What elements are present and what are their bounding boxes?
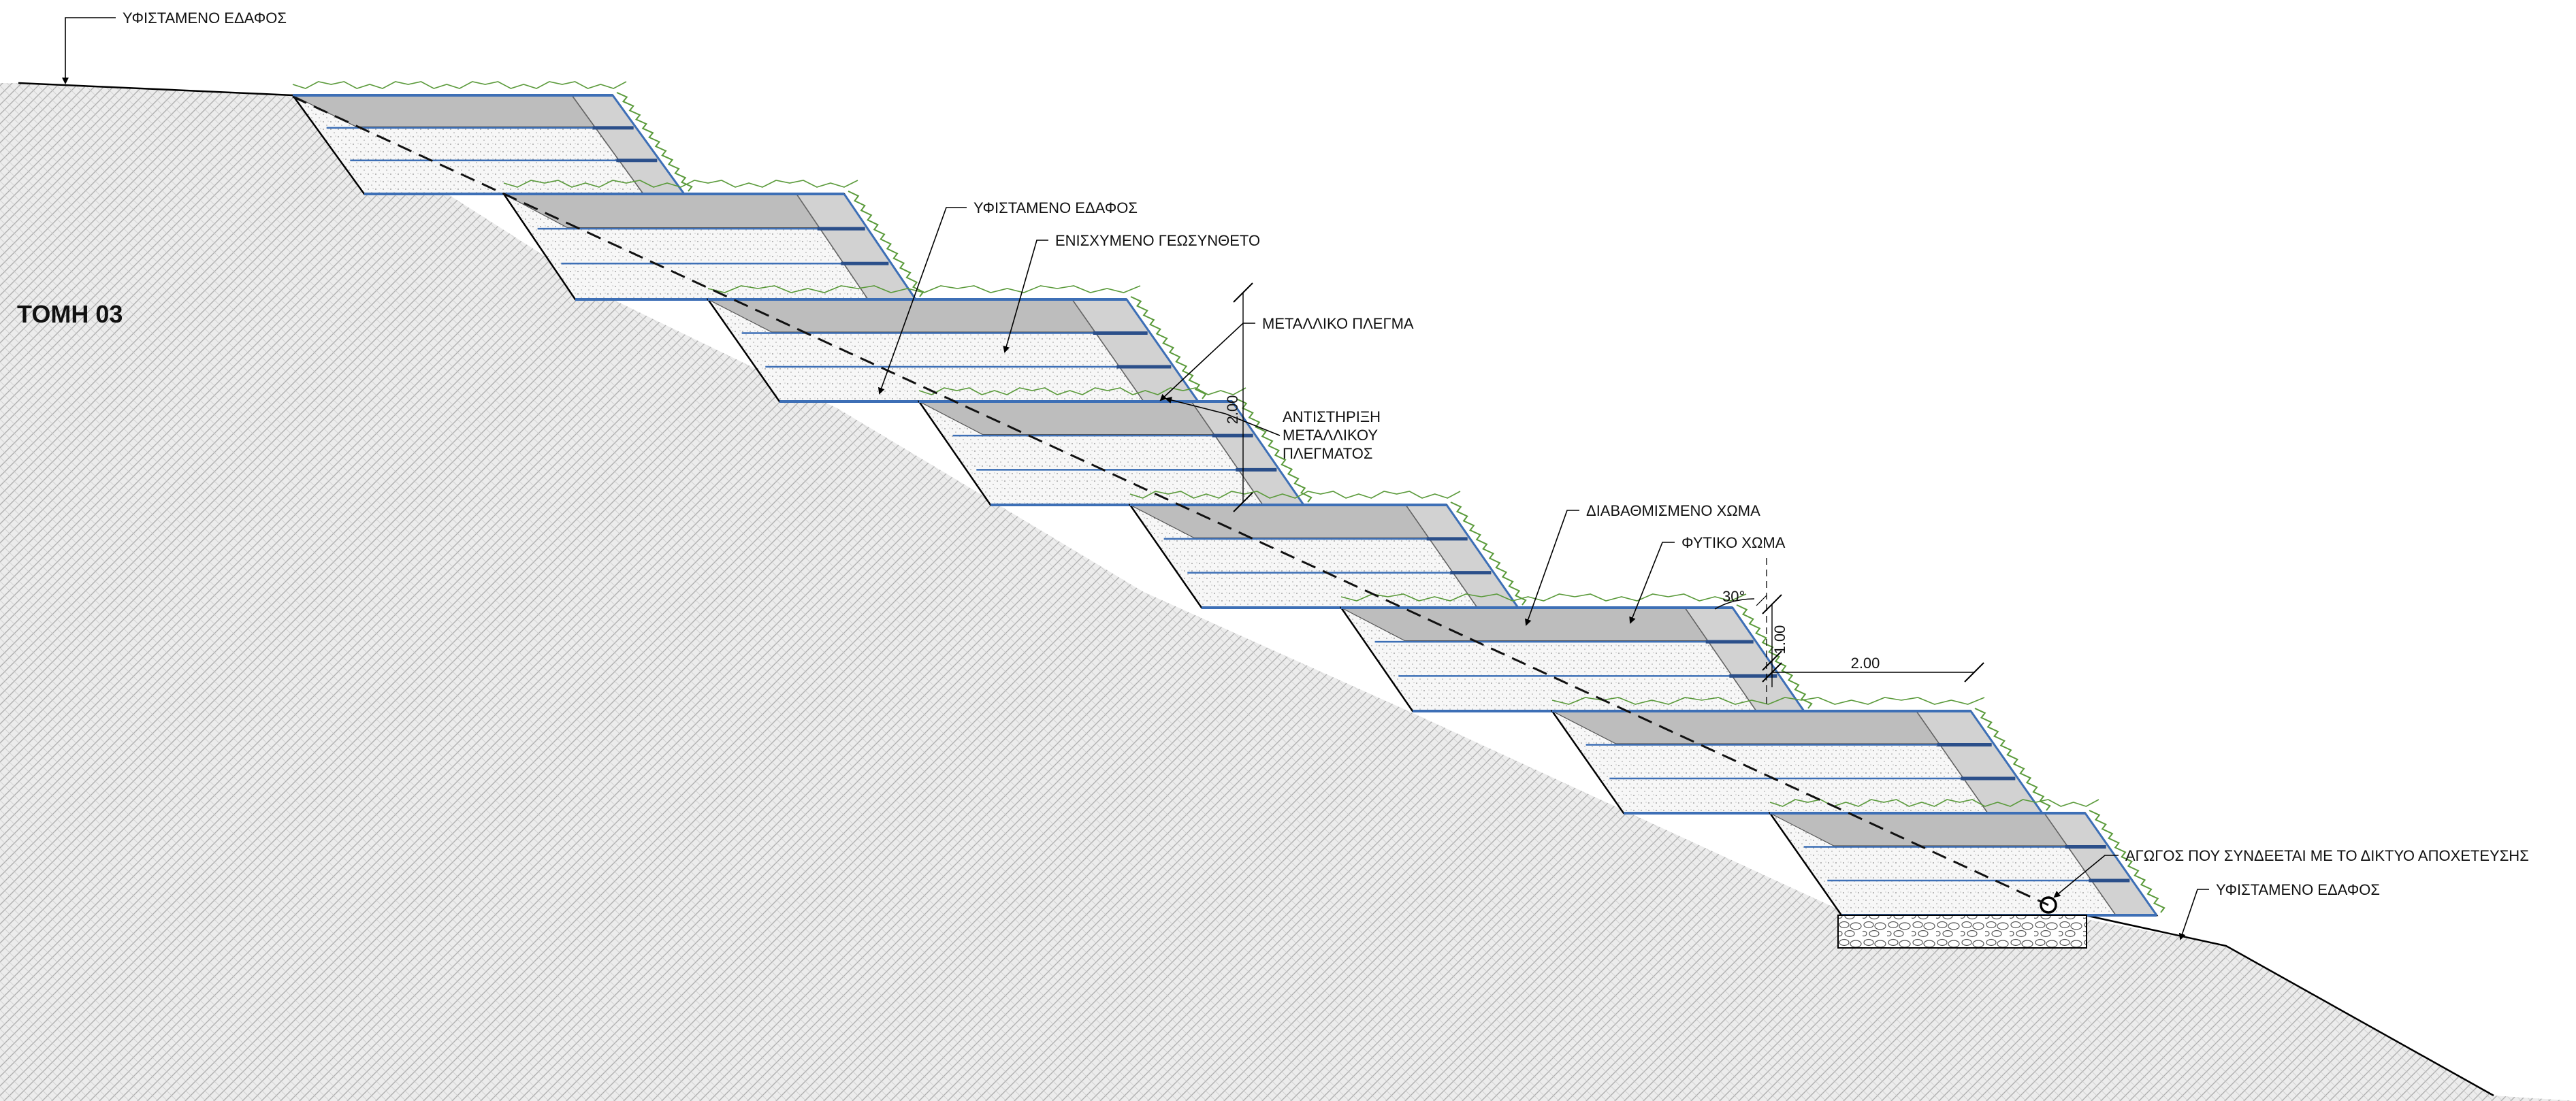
mesh-support <box>1684 607 1757 712</box>
section-title: ΤΟΜΗ 03 <box>17 300 123 328</box>
metal-mesh-face <box>2084 812 2158 916</box>
vegetation-crest <box>1340 593 1747 602</box>
metal-mesh-face <box>1731 607 1805 712</box>
metal-mesh-face <box>1125 299 1200 402</box>
vegetation-face <box>1130 296 1207 399</box>
vegetation-crest <box>1551 697 1985 705</box>
label-existing-ground-bottom: ΥΦΙΣΤΑΜΕΝΟ ΕΔΑΦΟΣ <box>2216 881 2380 898</box>
leader-existing-ground-bottom <box>2178 889 2209 940</box>
leaders <box>62 17 2209 940</box>
vegetation-crest <box>1769 799 2099 807</box>
vegetation-crest <box>918 387 1246 395</box>
dimension-tier-width: 2.00 <box>1762 655 1984 683</box>
label-metal-mesh: ΜΕΤΑΛΛΙΚΟ ΠΛΕΓΜΑ <box>1262 315 1414 332</box>
leader-topsoil <box>1629 542 1675 624</box>
leader-drain-pipe <box>2053 855 2119 898</box>
label-existing-ground-top: ΥΦΙΣΤΑΜΕΝΟ ΕΔΑΦΟΣ <box>123 10 287 27</box>
dimension-sub-height: 1.00 <box>1762 558 1788 708</box>
vegetation-crest <box>503 180 858 188</box>
label-existing-ground-mid: ΥΦΙΣΤΑΜΕΝΟ ΕΔΑΦΟΣ <box>973 199 1138 216</box>
mesh-support <box>1405 504 1478 608</box>
mesh-support <box>796 193 869 300</box>
tiers-group <box>291 81 2166 917</box>
dimension-face-angle: 30° <box>1714 588 1767 610</box>
mesh-support <box>1916 710 1989 814</box>
metal-mesh-face <box>611 95 686 195</box>
label-mesh-support-2: ΜΕΤΑΛΛΙΚΟΥ <box>1283 427 1378 444</box>
vegetation-face <box>848 191 924 297</box>
vegetation-face <box>1736 604 1813 709</box>
label-reinforced-geocomposite: ΕΝΙΣΧΥΜΕΝΟ ΓΕΩΣΥΝΘΕΤΟ <box>1055 232 1260 249</box>
leader-graded-soil <box>1524 510 1579 626</box>
metal-mesh-face <box>843 193 917 300</box>
vegetation-face <box>2089 810 2166 913</box>
vegetation-face <box>1236 398 1313 503</box>
dimension-tier-width-text: 2.00 <box>1851 655 1880 672</box>
metal-mesh-face <box>1969 710 2044 814</box>
existing-ground <box>0 83 2576 1101</box>
leader-existing-ground-mid <box>878 207 967 395</box>
mesh-support <box>2044 812 2116 916</box>
leader-mesh-support <box>1165 397 1281 436</box>
leader-metal-mesh <box>1159 323 1255 401</box>
metal-mesh-face <box>1231 401 1305 506</box>
label-topsoil: ΦΥΤΙΚΟ ΧΩΜΑ <box>1681 534 1786 551</box>
mesh-support <box>1191 401 1263 506</box>
drainage-gravel-layer <box>1837 915 2087 949</box>
dimension-sub-height-text: 1.00 <box>1771 625 1788 655</box>
metal-mesh-face <box>1445 504 1519 608</box>
vegetation-face <box>1974 708 2051 811</box>
label-mesh-support-1: ΑΝΤΙΣΤΗΡΙΞΗ <box>1283 408 1381 425</box>
vegetation-face <box>616 92 693 192</box>
mesh-support <box>571 95 644 195</box>
dimension-tier-height-text: 2.00 <box>1224 395 1241 425</box>
label-drain-pipe: ΑΓΩΓΟΣ ΠΟΥ ΣΥΝΔΕΕΤΑΙ ΜΕ ΤΟ ΔΙΚΤΥΟ ΑΠΟΧΕΤ… <box>2125 847 2529 864</box>
leader-existing-ground-top <box>62 17 116 84</box>
label-mesh-support-3: ΠΛΕΓΜΑΤΟΣ <box>1283 445 1373 462</box>
vegetation-face <box>1450 502 1527 606</box>
leader-reinforced-geocomposite <box>1003 240 1048 353</box>
vegetation-crest <box>707 285 1141 293</box>
dimension-face-angle-text: 30° <box>1722 588 1745 605</box>
label-graded-soil: ΔΙΑΒΑΘΜΙΣΜΕΝΟ ΧΩΜΑ <box>1586 502 1760 519</box>
slip-line <box>292 95 2049 906</box>
vegetation-crest <box>292 81 627 89</box>
mesh-support <box>1072 299 1144 402</box>
vegetation-crest <box>1129 491 1461 499</box>
